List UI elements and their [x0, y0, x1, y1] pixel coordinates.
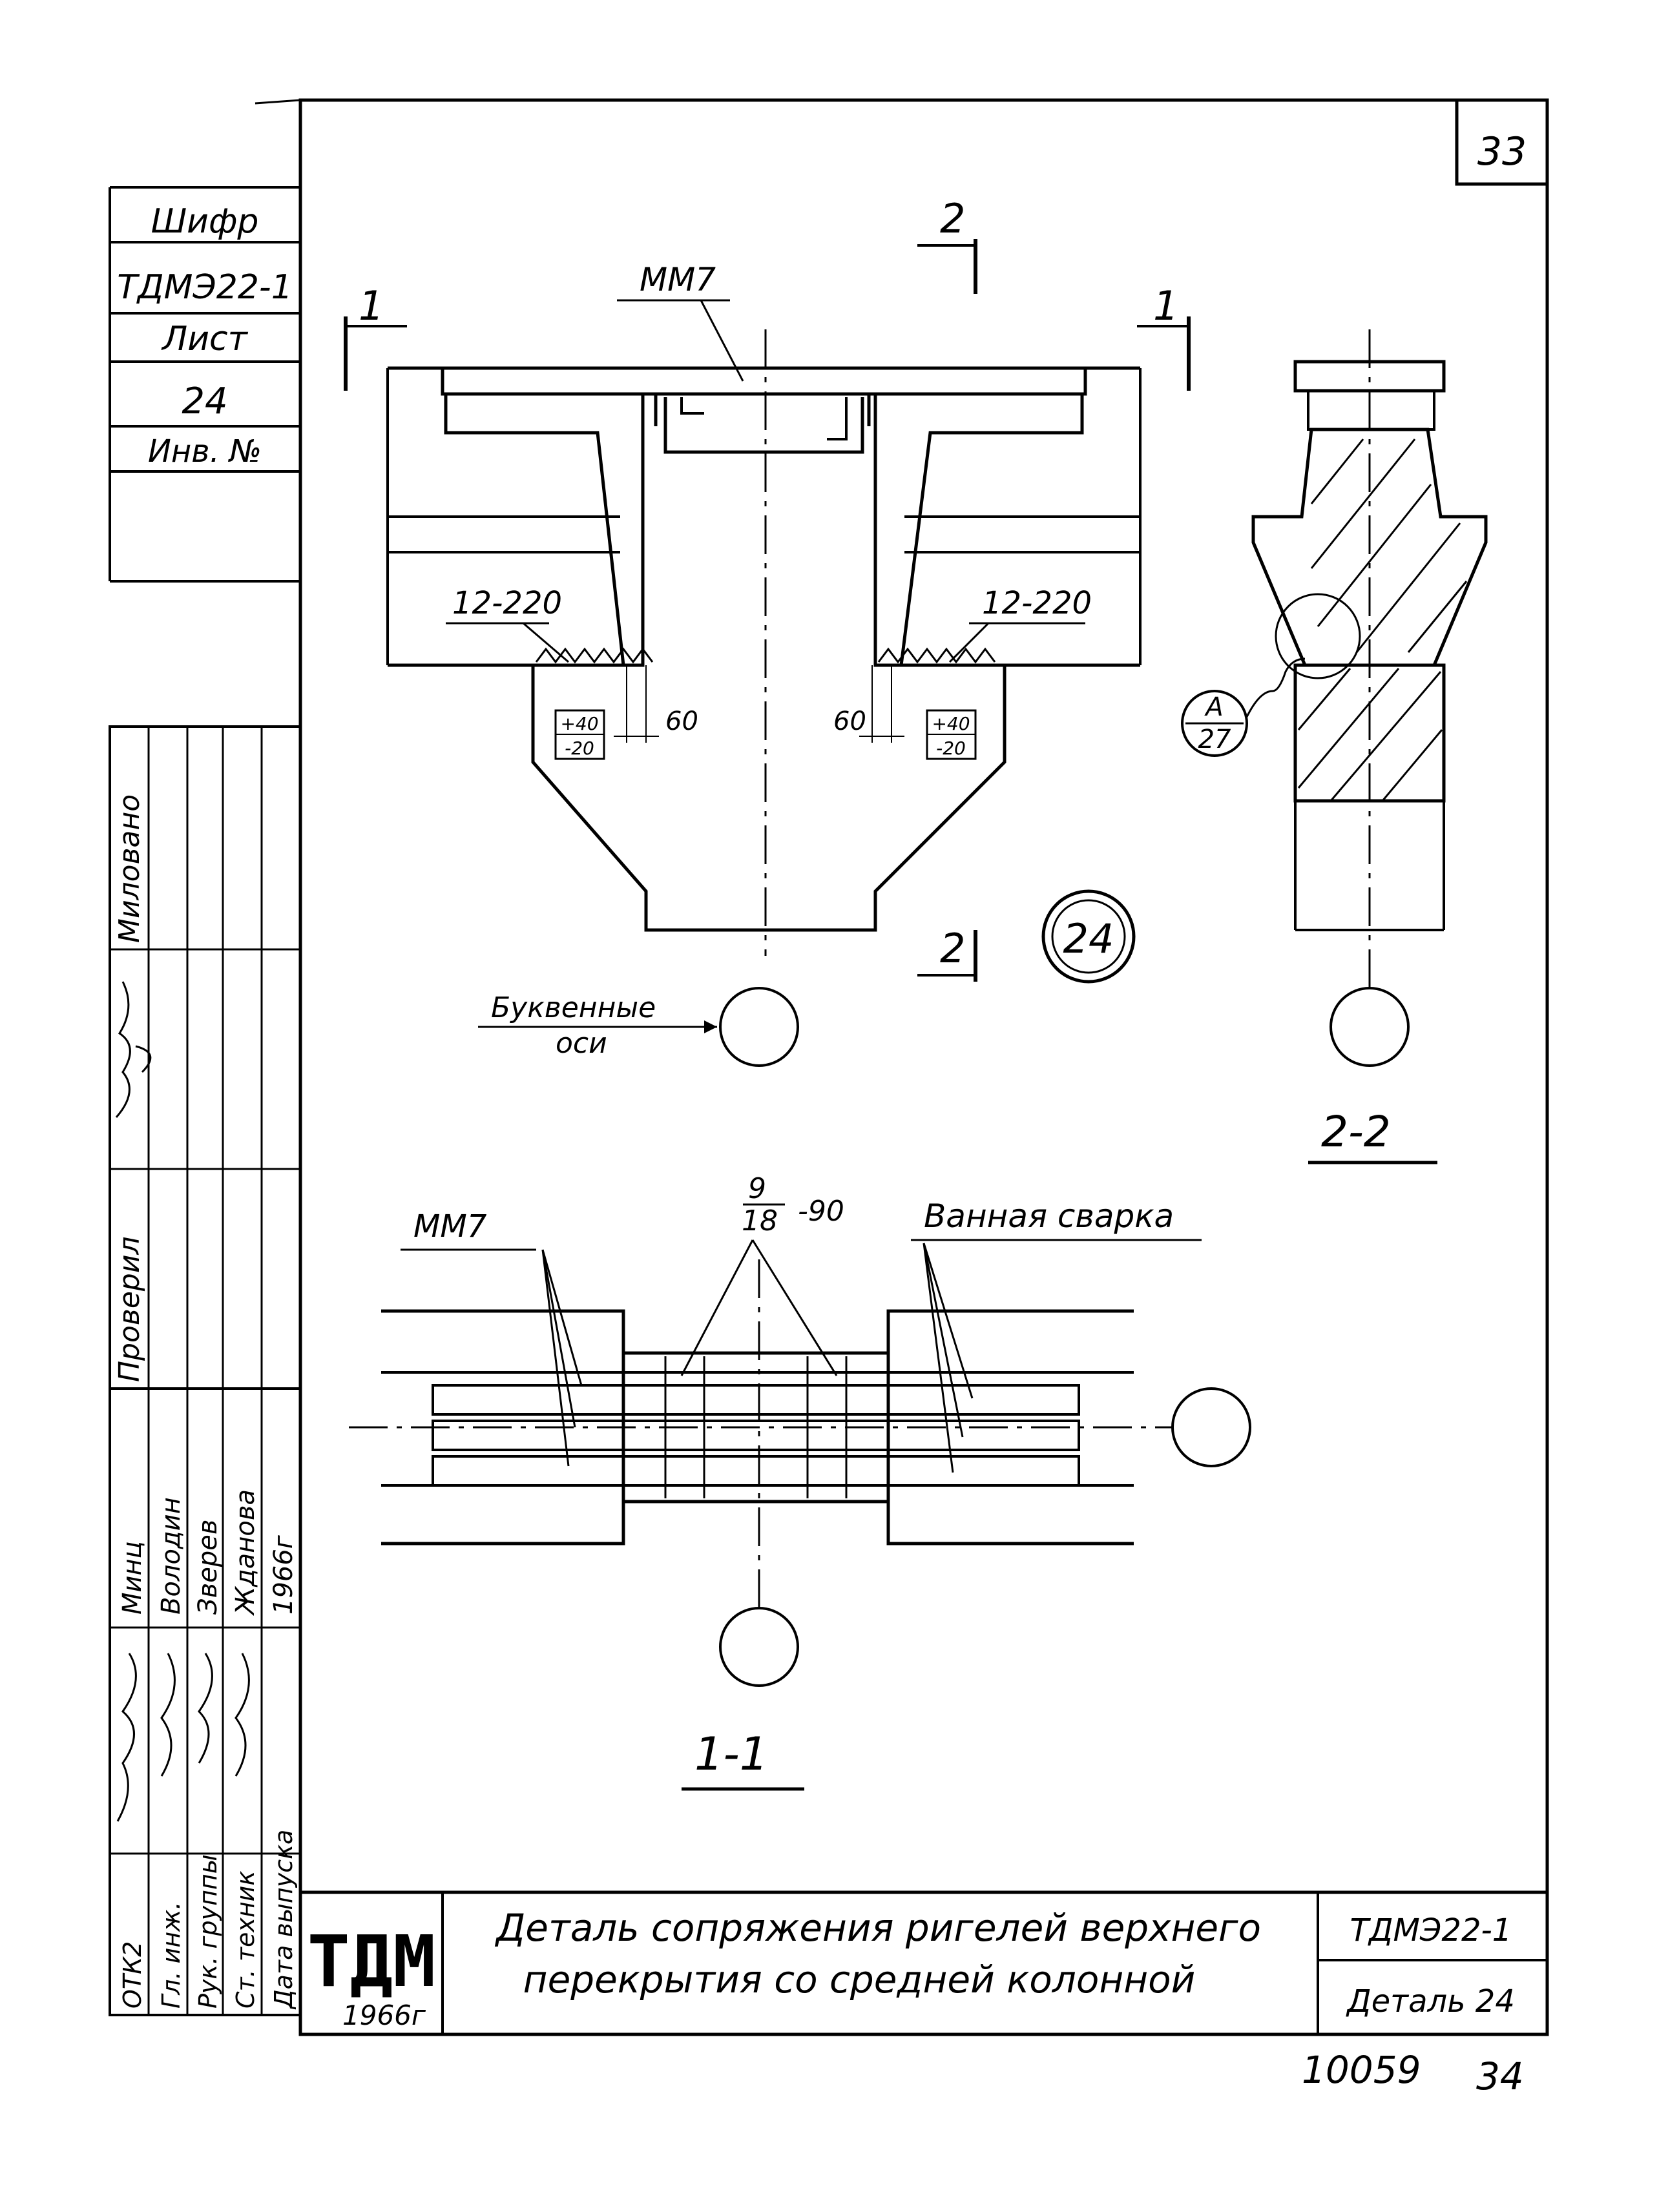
- role-milovanov: Миловано: [113, 794, 146, 943]
- node-badge-outer: [1041, 889, 1136, 984]
- inv-label: Инв. №: [148, 433, 262, 470]
- axis-bubble-22: [1330, 987, 1410, 1067]
- team-name-volodin: Володин: [156, 1497, 186, 1615]
- sheet-number: 33: [1477, 129, 1527, 174]
- side-stamp-lower: Миловано Проверил ОТК2 Гл. инж. Рук. гру…: [109, 725, 302, 2016]
- title-line-1: Деталь сопряжения ригелей верхнего: [494, 1906, 1261, 1950]
- team-role-group-lead: Рук. группы: [194, 1854, 222, 2009]
- section-22-label: 2-2: [1321, 1107, 1391, 1157]
- weld-type-label: Ванная сварка: [924, 1197, 1174, 1235]
- side-stamp-upper: Шифр ТДМЭ22-1 Лист 24 Инв. №: [109, 186, 300, 583]
- main-elevation: 1 1 2 ММ7 12-220: [344, 195, 1191, 1067]
- section-2-2: А 27 2-2: [1181, 329, 1488, 1164]
- section-11-label: 1-1: [694, 1728, 768, 1781]
- team-date-value: 1966г: [269, 1535, 298, 1615]
- signature-volodin: [160, 1653, 176, 1777]
- title-block: ТДМ 1966г Деталь сопряжения ригелей верх…: [300, 1890, 1547, 2034]
- tol-left-top: +40: [560, 713, 598, 734]
- sheet-label: Лист: [161, 320, 248, 358]
- bar-length: -90: [798, 1195, 844, 1228]
- archive-number: 10059: [1302, 2048, 1421, 2092]
- sheet-number-box: [1455, 98, 1549, 186]
- team-name-zverev: Зверев: [193, 1520, 223, 1615]
- weld-label-left: 12-220: [452, 585, 562, 621]
- signature-zverev: [198, 1653, 213, 1764]
- signature-mints: [116, 1653, 137, 1822]
- callout-top: А: [1204, 692, 1223, 722]
- callout-circle: [1181, 690, 1248, 757]
- axis-bubble-plan-right: [1171, 1387, 1251, 1467]
- tol-right-bottom: -20: [936, 738, 966, 759]
- mm7-label-top: ММ7: [640, 261, 716, 298]
- bar-denominator: 18: [742, 1204, 778, 1237]
- cut-1-right-label: 1: [1153, 282, 1178, 329]
- tdm-logo: ТДМ: [308, 1920, 436, 2003]
- tol-right-top: +40: [932, 713, 970, 734]
- mm7-label-lower: ММ7: [413, 1208, 487, 1245]
- top-slab: [441, 366, 1087, 396]
- sheet-value: 24: [182, 380, 227, 422]
- cut-1-left-label: 1: [359, 282, 384, 329]
- node-badge-label: 24: [1063, 915, 1114, 962]
- cipher-value: ТДМЭ22-1: [117, 268, 293, 307]
- role-checked: Проверил: [113, 1236, 146, 1382]
- signature-milovanov: [115, 981, 152, 1118]
- title-line-2: перекрытия со средней колонной: [523, 1958, 1196, 2001]
- weld-label-right: 12-220: [982, 585, 1092, 621]
- bar-numerator: 9: [748, 1172, 766, 1205]
- cut-2-top-label: 2: [940, 195, 965, 242]
- title-code: ТДМЭ22-1: [1350, 1912, 1512, 1948]
- team-role-tech: Ст. техник: [231, 1871, 260, 2009]
- callout-bottom: 27: [1198, 725, 1231, 754]
- signature-zhdanova: [235, 1653, 250, 1777]
- team-role-otk: ОТК2: [118, 1941, 147, 2009]
- team-role-date: Дата выпуска: [269, 1830, 298, 2010]
- title-year: 1966г: [342, 2000, 426, 2031]
- frame-top-extension: [255, 99, 301, 105]
- node-badge-inner: [1051, 899, 1126, 974]
- detail-circle: [1275, 593, 1361, 679]
- dim-60-left: 60: [665, 707, 698, 736]
- title-detail: Деталь 24: [1346, 1983, 1515, 2020]
- dim-60-right: 60: [833, 707, 866, 736]
- archive-page: 34: [1476, 2054, 1524, 2098]
- team-name-mints: Минц: [118, 1541, 147, 1615]
- team-role-chief: Гл. инж.: [157, 1902, 185, 2009]
- axis-bubble-top: [719, 987, 799, 1067]
- section-1-1: 9 18 -90 ММ7 Ванная сварка: [349, 1172, 1251, 1791]
- team-name-zhdanova: Жданова: [231, 1489, 260, 1617]
- axes-label-line1: Буквенные: [491, 991, 656, 1024]
- column-capital: [531, 665, 1006, 932]
- axis-bubble-plan-bottom: [719, 1607, 799, 1687]
- cut-2-bottom-label: 2: [940, 925, 965, 972]
- center-insert: [663, 397, 864, 454]
- axes-label-line2: оси: [556, 1027, 607, 1060]
- tol-left-bottom: -20: [565, 738, 594, 759]
- cipher-label: Шифр: [151, 202, 259, 241]
